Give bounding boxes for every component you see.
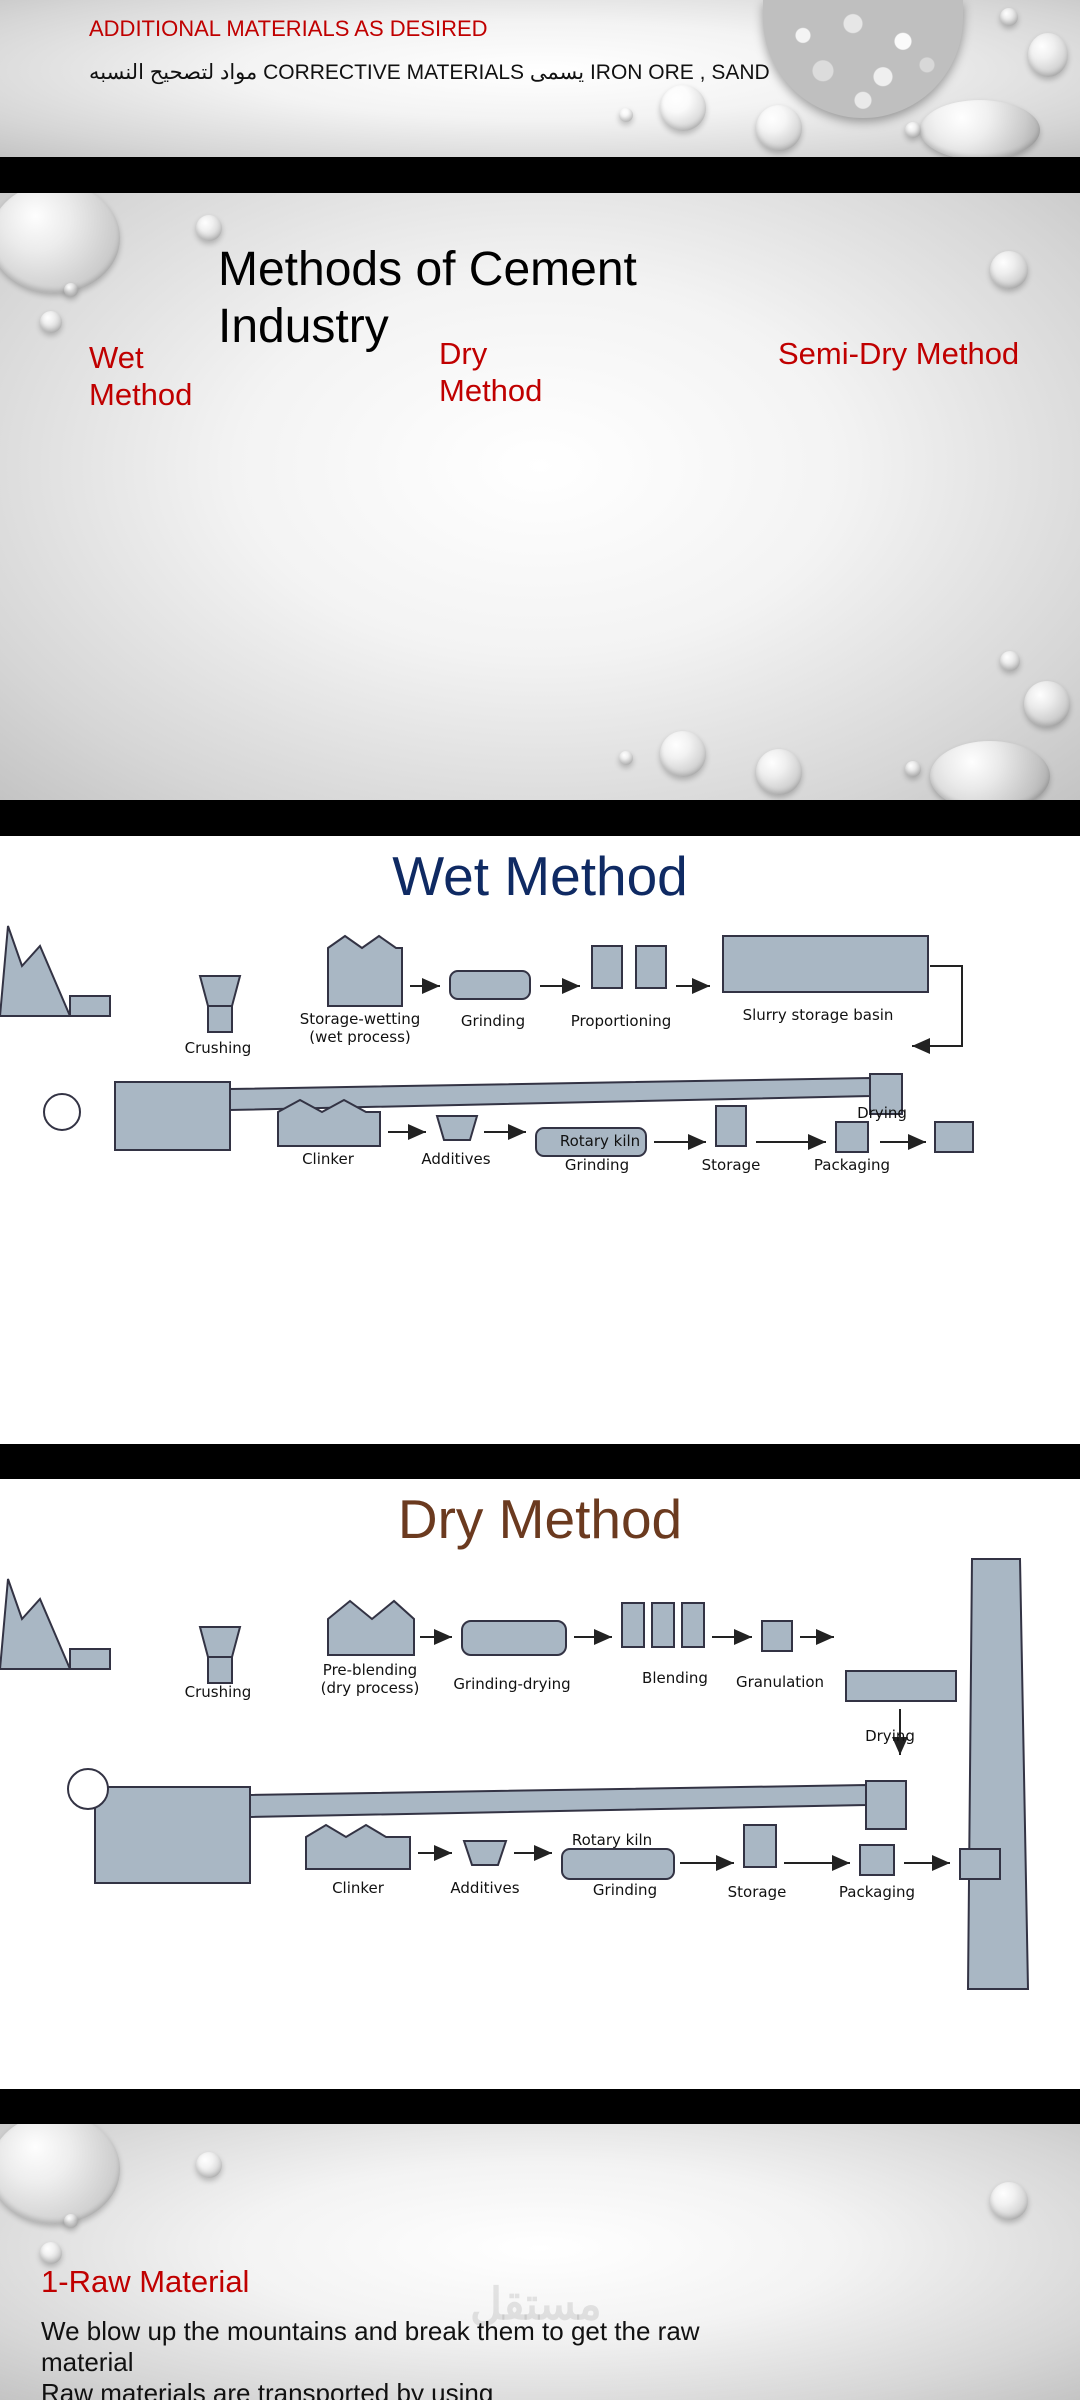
grinding2-label: Grinding <box>565 1156 629 1174</box>
water-drop-icon <box>905 761 921 777</box>
kiln-label: Rotary kiln <box>572 1831 652 1849</box>
additives-label: Additives <box>421 1150 490 1168</box>
slide-methods: Methods of Cement Industry Wet Method Dr… <box>0 193 1080 800</box>
cooler-stairs-icon <box>95 1787 250 1883</box>
water-drop-icon <box>660 85 706 131</box>
quarry-mountain-icon <box>0 1579 70 1669</box>
excavator-icon <box>70 996 110 1016</box>
truck-icon <box>960 1849 1000 1879</box>
water-drop-icon <box>196 2152 222 2178</box>
grinding-drying-mill-icon <box>462 1621 566 1655</box>
pre-blending-icon <box>328 1601 414 1655</box>
preblend-label: Pre-blending <box>323 1661 417 1679</box>
clinker-label: Clinker <box>302 1150 355 1168</box>
drying-label: Drying <box>865 1727 915 1745</box>
preblend-sub-label: (dry process) <box>321 1679 420 1697</box>
grinding-drying-label: Grinding-drying <box>453 1675 570 1693</box>
water-drop-icon <box>990 2182 1028 2220</box>
water-drop-icon <box>0 2124 120 2224</box>
grinding2-label: Grinding <box>593 1881 657 1899</box>
storage-sub-label: (wet process) <box>309 1028 411 1046</box>
water-drop-icon <box>1000 651 1020 671</box>
water-drop-icon <box>1000 8 1018 26</box>
grinding-mill-icon <box>450 971 530 999</box>
water-drop-icon <box>1024 681 1070 727</box>
additives-label: Additives <box>450 1879 519 1897</box>
wet-method-title: Wet Method <box>0 844 1080 908</box>
clinker-label: Clinker <box>332 1879 385 1897</box>
water-drop-icon <box>920 100 1040 157</box>
packaging-icon <box>836 1122 868 1152</box>
granulation-icon <box>762 1621 792 1651</box>
rotary-kiln-icon <box>250 1785 866 1817</box>
packaging-label: Packaging <box>814 1156 890 1174</box>
chimney-icon <box>968 1559 1028 1989</box>
water-drop-icon <box>0 193 120 293</box>
slurry-basin-icon <box>723 936 928 992</box>
water-drop-icon <box>619 108 633 122</box>
packaging-icon <box>860 1845 894 1875</box>
cooler-stairs-icon <box>115 1082 230 1150</box>
kiln-label: Rotary kiln <box>560 1132 640 1150</box>
raw-material-heading: 1-Raw Material <box>41 2264 249 2300</box>
rotary-kiln-icon <box>230 1078 870 1110</box>
proportioning-silo-icon <box>592 946 622 988</box>
water-drop-icon <box>990 251 1028 289</box>
water-drop-icon <box>64 2214 78 2228</box>
drying-label: Drying <box>857 1104 907 1122</box>
raw-material-line-2: Raw materials are transported by using <box>41 2378 761 2400</box>
proportioning-label: Proportioning <box>571 1012 672 1030</box>
grinding-label: Grinding <box>461 1012 525 1030</box>
wet-process-diagram: Crushing Storage-wetting (wet process) G… <box>0 906 1080 1426</box>
raw-material-text: We blow up the mountains and break them … <box>41 2316 761 2400</box>
granulation-label: Granulation <box>736 1673 824 1691</box>
water-drop-icon <box>1028 33 1068 77</box>
water-drop-icon <box>660 731 706 777</box>
cement-silo-icon <box>744 1825 776 1867</box>
crushing-label: Crushing <box>185 1039 252 1057</box>
corrective-materials-text: مواد لتصحيح النسبه CORRECTIVE MATERIALS … <box>89 60 770 85</box>
water-drop-icon <box>619 751 633 765</box>
water-drop-icon <box>64 283 78 297</box>
water-drop-icon <box>40 2242 62 2264</box>
raw-material-line-1: We blow up the mountains and break them … <box>41 2316 761 2378</box>
excavator-icon <box>70 1649 110 1669</box>
slide-wet-method: Wet Method <box>0 836 1080 1444</box>
clinker-icon <box>306 1825 410 1869</box>
cement-silo-icon <box>716 1106 746 1146</box>
wet-method-label: Wet Method <box>89 339 209 413</box>
additives-icon <box>437 1116 477 1140</box>
dry-method-title: Dry Method <box>0 1487 1080 1551</box>
semi-dry-method-label: Semi-Dry Method <box>778 335 1019 372</box>
slide-raw-material: مستقل 1-Raw Material We blow up the moun… <box>0 2124 1080 2400</box>
slide-dry-method: Dry Method <box>0 1479 1080 2089</box>
water-drop-icon <box>756 105 802 151</box>
storage-label: Storage-wetting <box>300 1010 421 1028</box>
packaging-label: Packaging <box>839 1883 915 1901</box>
additives-icon <box>464 1841 506 1865</box>
quarry-mountain-icon <box>0 926 70 1016</box>
water-drop-icon <box>905 122 921 138</box>
crushing-label: Crushing <box>185 1683 252 1701</box>
storage-final-label: Storage <box>702 1156 761 1174</box>
additional-materials-text: ADDITIONAL MATERIALS AS DESIRED <box>89 16 488 42</box>
water-drop-icon <box>756 749 802 795</box>
dry-method-label: Dry Method <box>439 335 559 409</box>
crusher-icon <box>200 1627 240 1657</box>
storage-label: Storage <box>728 1883 787 1901</box>
storage-wetting-icon <box>328 936 402 1006</box>
blending-label: Blending <box>642 1669 708 1687</box>
gravel-bowl-image <box>763 0 963 118</box>
water-drop-icon <box>196 215 222 241</box>
cement-mill-icon <box>562 1849 674 1879</box>
water-drop-icon <box>930 741 1050 800</box>
blending-silo-icon <box>622 1603 644 1647</box>
drying-grate-icon <box>846 1671 956 1701</box>
slide-additional-materials: ADDITIONAL MATERIALS AS DESIRED مواد لتص… <box>0 0 1080 157</box>
crusher-icon <box>200 976 240 1006</box>
dry-process-diagram: Crushing Pre-blending (dry process) Grin… <box>0 1549 1080 2079</box>
water-drop-icon <box>40 311 62 333</box>
slurry-label: Slurry storage basin <box>743 1006 894 1024</box>
truck-icon <box>935 1122 973 1152</box>
